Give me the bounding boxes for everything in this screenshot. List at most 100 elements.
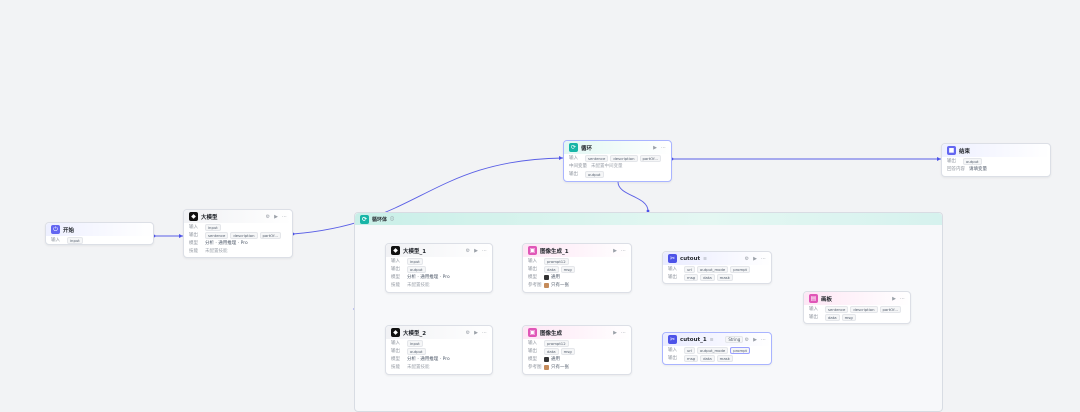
output-tag: output — [963, 157, 982, 165]
run-icon[interactable]: ▶ — [753, 255, 757, 262]
model-thumb — [544, 274, 549, 280]
variable-value: 未配置中间变量 — [591, 164, 623, 169]
more-icon[interactable]: ⋯ — [661, 144, 666, 151]
run-icon[interactable]: ▶ — [892, 295, 896, 302]
output-tag: msg — [841, 313, 856, 321]
more-icon[interactable]: ⋯ — [761, 255, 766, 262]
output-label: 输出 — [947, 159, 956, 164]
model-value: 分析 · 通用推理 · Pro — [205, 241, 248, 246]
output-tag: output — [585, 170, 604, 178]
output-tag: output — [407, 265, 426, 273]
debug-icon[interactable]: ⚙ — [744, 255, 750, 262]
input-tag: output_mode — [697, 346, 729, 354]
output-tag: msg — [560, 347, 575, 355]
output-label: 输出 — [391, 267, 400, 272]
output-tag: mask — [716, 273, 733, 281]
skill-label: 技能 — [391, 283, 400, 288]
run-icon[interactable]: ▶ — [474, 247, 478, 254]
input-label: 输入 — [528, 341, 537, 346]
run-icon[interactable]: ▶ — [613, 247, 617, 254]
more-icon[interactable]: ⋯ — [282, 213, 287, 220]
output-tag: msg — [684, 354, 699, 362]
model-label: 模型 — [391, 357, 400, 362]
input-label: 输入 — [51, 238, 60, 243]
end-icon: ■ — [947, 146, 956, 155]
input-tag: input — [407, 339, 423, 347]
model-label: 模型 — [189, 241, 198, 246]
input-tag: prompt — [730, 265, 751, 273]
loop-body-header: ⟳ 循环体 ⓘ — [355, 213, 942, 225]
input-tag: prompt12 — [544, 257, 569, 265]
more-icon[interactable]: ⋯ — [900, 295, 905, 302]
input-tag: partOf... — [879, 305, 901, 313]
output-tag: data — [544, 265, 559, 273]
more-icon[interactable]: ⋯ — [482, 247, 487, 254]
output-tag: data — [825, 313, 840, 321]
image-icon: ▣ — [528, 246, 537, 255]
output-tag: msg — [684, 273, 699, 281]
model-label: 模型 — [528, 357, 537, 362]
run-icon[interactable]: ▶ — [474, 329, 478, 336]
model-value: 通用 — [551, 357, 560, 362]
loop-icon: ⟳ — [569, 143, 578, 152]
input-tag: url — [684, 265, 696, 273]
loop-node-title: 循环 — [581, 145, 593, 152]
input-label: 输入 — [391, 259, 400, 264]
output-tag: output — [407, 347, 426, 355]
reference-label: 参考图 — [528, 283, 542, 288]
input-label: 输入 — [189, 225, 198, 230]
debug-icon[interactable]: ⚙ — [265, 213, 271, 220]
more-icon[interactable]: ⋯ — [482, 329, 487, 336]
canvas-icon: ▤ — [809, 294, 818, 303]
reference-value: 只有一张 — [551, 365, 569, 370]
model-value: 分析 · 通用推理 · Pro — [407, 357, 450, 362]
model-label: 模型 — [528, 275, 537, 280]
more-icon[interactable]: ⋯ — [761, 336, 766, 343]
output-label: 输出 — [528, 349, 537, 354]
llm-node-title: 大模型 — [201, 214, 218, 221]
input-label: 输入 — [809, 307, 818, 312]
cutout1-settings-icon[interactable]: ☰ — [709, 337, 714, 342]
run-icon[interactable]: ▶ — [274, 213, 278, 220]
debug-icon[interactable]: ⚙ — [744, 336, 750, 343]
input-tag: input — [205, 223, 221, 231]
more-icon[interactable]: ⋯ — [621, 329, 626, 336]
input-tag: input — [67, 236, 83, 244]
plugin-icon: ✂ — [668, 254, 677, 263]
output-tag: data — [700, 273, 715, 281]
loop-icon: ⟳ — [360, 214, 369, 224]
end-node-title: 结束 — [959, 148, 971, 155]
skill-value: 未配置技能 — [205, 249, 228, 254]
run-icon[interactable]: ▶ — [613, 329, 617, 336]
llm-icon: ◆ — [391, 328, 400, 337]
output-tag: mask — [716, 354, 733, 362]
input-tag: output_mode — [697, 265, 729, 273]
output-tag: msg — [560, 265, 575, 273]
output-label: 输出 — [668, 356, 677, 361]
run-icon[interactable]: ▶ — [753, 336, 757, 343]
skill-label: 技能 — [391, 365, 400, 370]
input-label: 输入 — [569, 156, 578, 161]
cutout-settings-icon[interactable]: ☰ — [703, 256, 707, 261]
skill-value: 未配置技能 — [407, 283, 430, 288]
input-tag: partOf... — [639, 154, 661, 162]
reference-label: 参考图 — [528, 365, 542, 370]
edge-loop-body — [617, 181, 649, 212]
more-icon[interactable]: ⋯ — [621, 247, 626, 254]
run-icon[interactable]: ▶ — [653, 144, 657, 151]
input-tag: description — [850, 305, 878, 313]
debug-icon[interactable]: ⚙ — [465, 247, 471, 254]
start-node-title: 开始 — [63, 227, 75, 234]
debug-icon[interactable]: ⚙ — [465, 329, 471, 336]
